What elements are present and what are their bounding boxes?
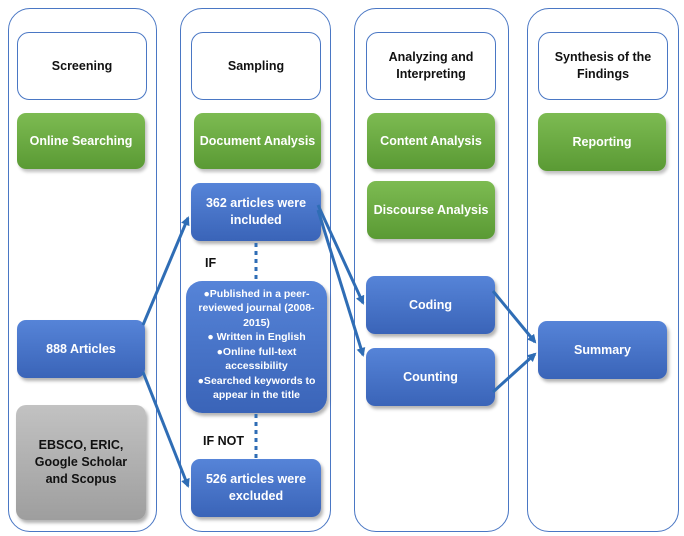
arrow-to-included xyxy=(141,216,190,326)
synthesis-header: Synthesis of the Findings xyxy=(538,32,668,100)
excluded-articles-box: 526 articles were excluded xyxy=(191,459,321,517)
online-searching-box: Online Searching xyxy=(17,113,145,169)
coding-box: Coding xyxy=(366,276,495,334)
counting-box: Counting xyxy=(366,348,495,406)
screening-header: Screening xyxy=(17,32,147,100)
databases-box: EBSCO, ERIC, Google Scholar and Scopus xyxy=(16,405,146,520)
criterion-full-text: ●Online full-text accessibility xyxy=(216,345,297,373)
criterion-keywords: ●Searched keywords to appear in the titl… xyxy=(197,374,316,402)
if-label: IF xyxy=(205,256,217,270)
criterion-peer-reviewed: ●Published in a peer-reviewed journal (2… xyxy=(198,288,315,329)
arrow-coding-to-summary xyxy=(491,290,537,344)
included-articles-box: 362 articles were included xyxy=(191,183,321,241)
arrow-to-counting xyxy=(316,209,366,357)
analyzing-header: Analyzing and Interpreting xyxy=(366,32,496,100)
criterion-english: ● Written in English xyxy=(207,331,306,344)
sampling-header: Sampling xyxy=(191,32,321,100)
arrow-counting-to-summary xyxy=(491,352,537,394)
discourse-analysis-box: Discourse Analysis xyxy=(367,181,495,239)
inclusion-criteria-box: ●Published in a peer-reviewed journal (2… xyxy=(186,281,327,413)
document-analysis-box: Document Analysis xyxy=(194,113,321,169)
articles-888-box: 888 Articles xyxy=(17,320,145,378)
if-not-label: IF NOT xyxy=(203,434,244,448)
arrow-to-coding xyxy=(316,204,365,305)
summary-box: Summary xyxy=(538,321,667,379)
reporting-box: Reporting xyxy=(538,113,666,171)
arrow-to-excluded xyxy=(141,371,190,488)
content-analysis-box: Content Analysis xyxy=(367,113,495,169)
